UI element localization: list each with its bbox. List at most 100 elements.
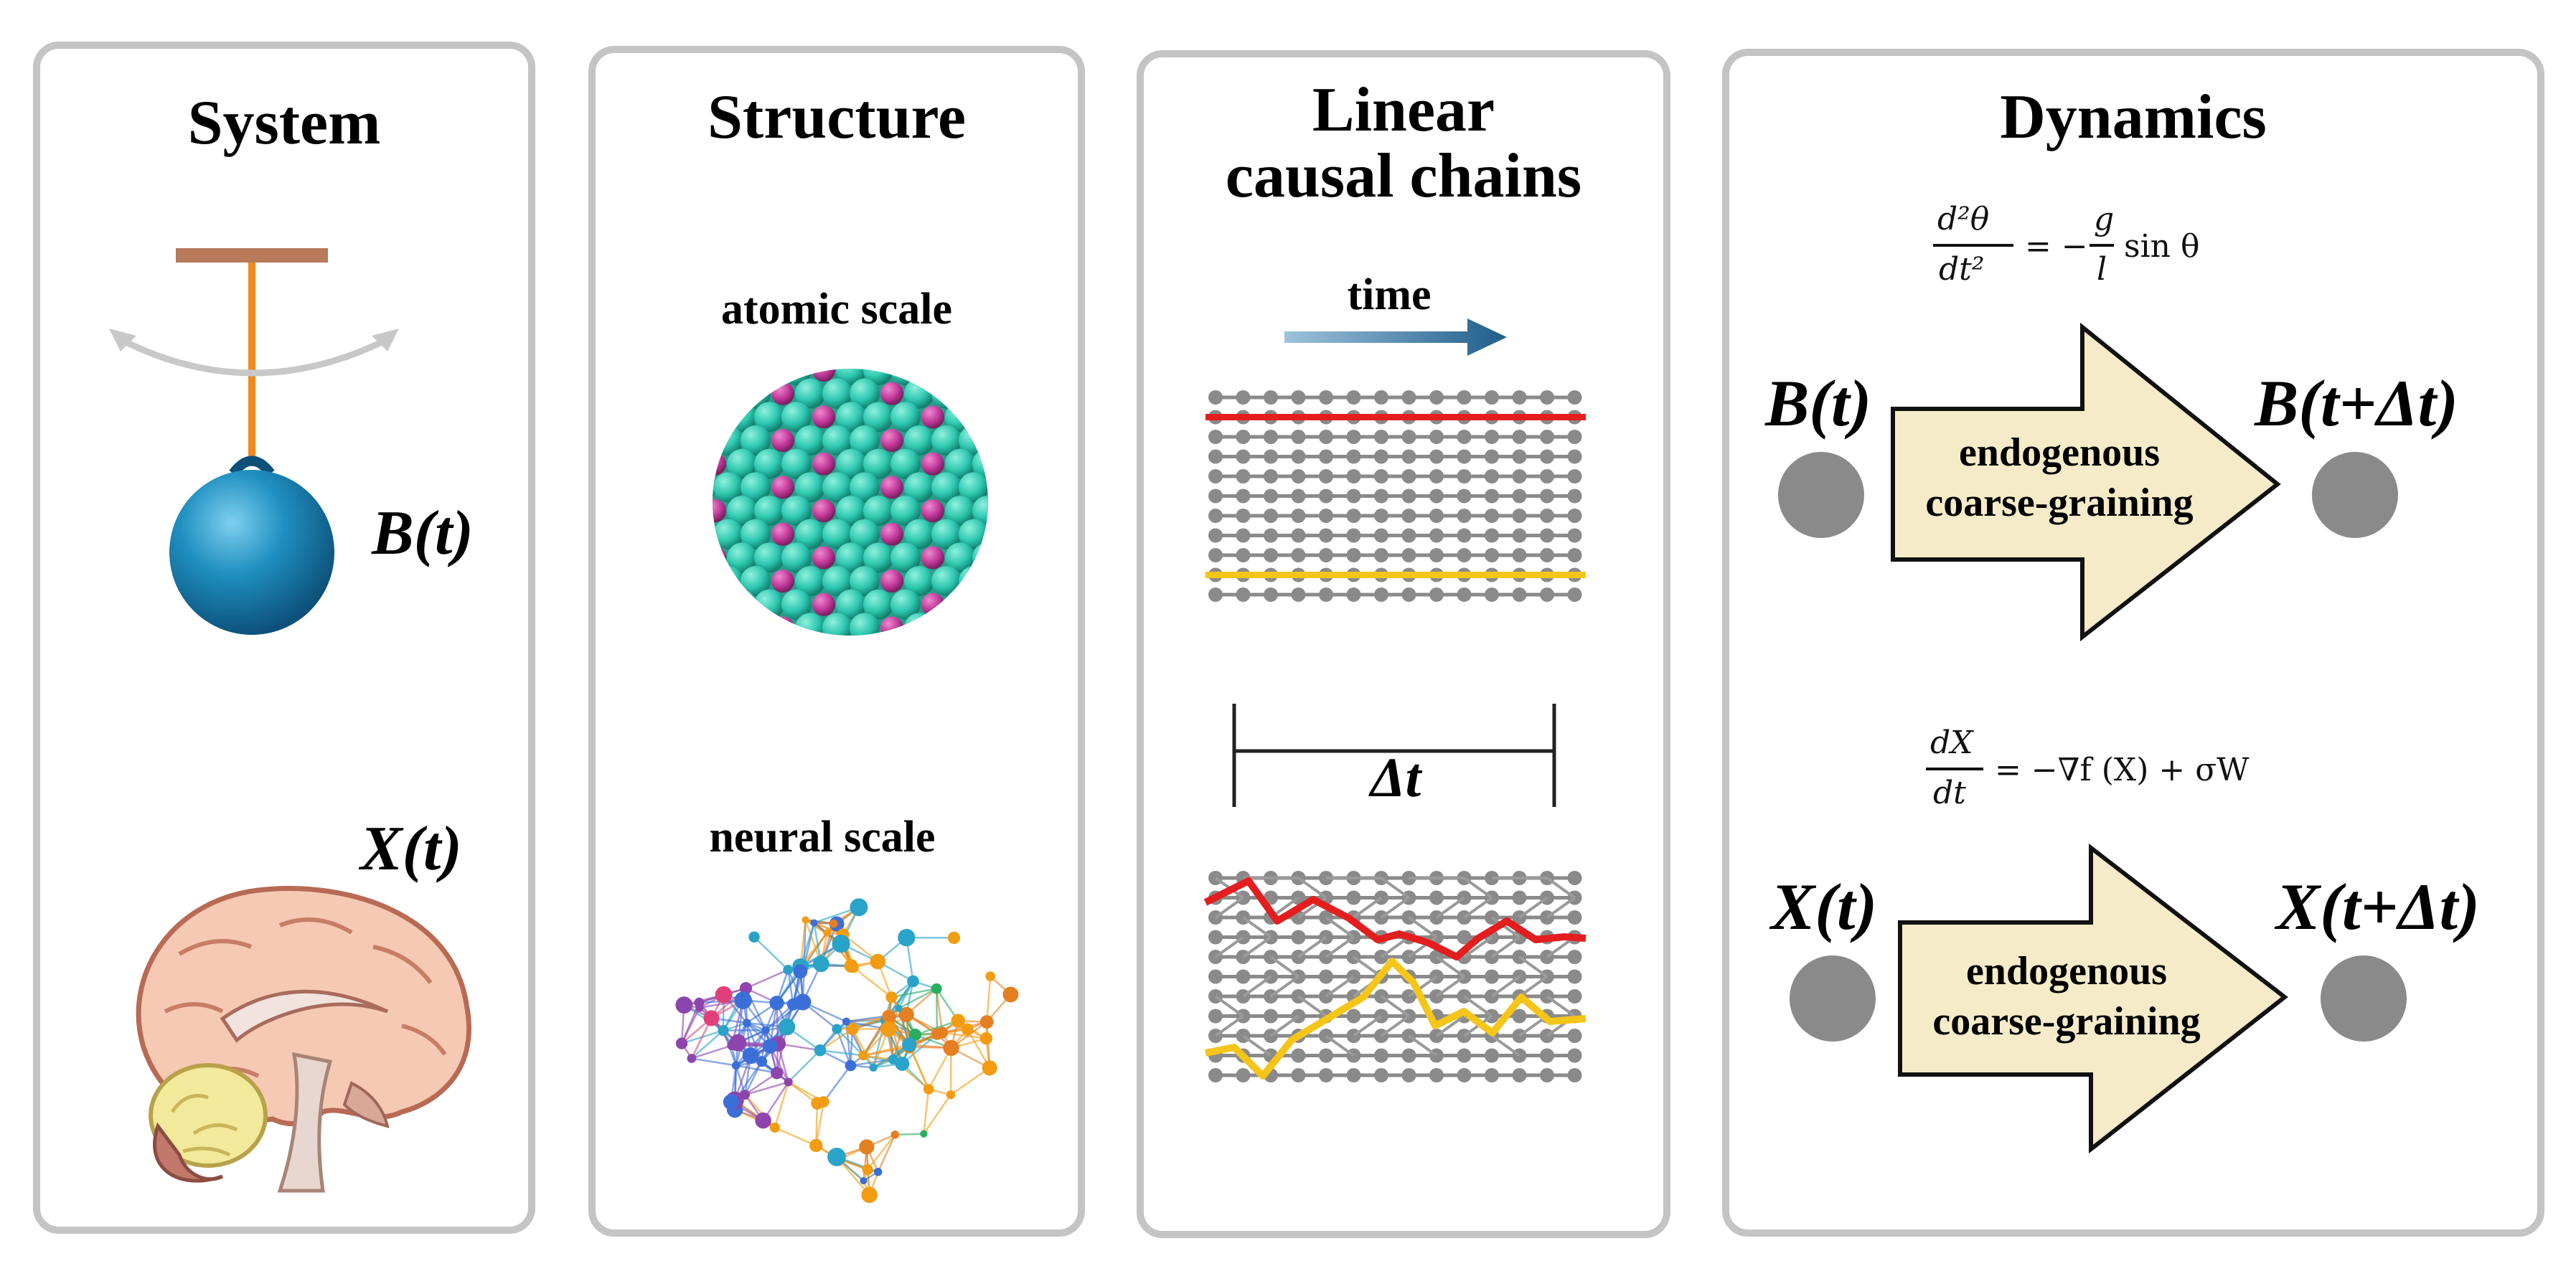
chain-dot bbox=[1319, 969, 1333, 984]
row1-arrow-text-2: coarse-graining bbox=[1925, 481, 2194, 525]
chain-dot bbox=[1208, 469, 1223, 483]
neural-edge bbox=[836, 1028, 864, 1057]
row2-from-label: X(t) bbox=[1771, 870, 1878, 943]
neural-node bbox=[920, 1130, 928, 1138]
atom bbox=[959, 566, 988, 597]
chain-dot bbox=[1236, 449, 1251, 464]
chain-dot bbox=[1457, 587, 1472, 602]
neural-node bbox=[946, 1090, 956, 1100]
atom bbox=[771, 476, 794, 499]
neural-edge bbox=[852, 966, 893, 999]
chain-dot bbox=[1346, 1068, 1361, 1082]
atom bbox=[713, 499, 726, 523]
neural-node bbox=[858, 1050, 869, 1061]
chain-dot bbox=[1540, 390, 1554, 405]
chain-dot bbox=[1567, 910, 1582, 925]
chain-cross-link bbox=[1325, 916, 1355, 939]
neural-node bbox=[832, 935, 850, 953]
chain-dot bbox=[1236, 390, 1251, 405]
chain-dot bbox=[1540, 528, 1554, 543]
atom bbox=[863, 448, 893, 479]
chaotic-chains-grid bbox=[1203, 871, 1587, 1082]
chain-dot bbox=[1374, 390, 1388, 405]
neural-edge bbox=[901, 1033, 938, 1065]
chain-dot bbox=[1319, 449, 1333, 464]
chain-dot bbox=[1401, 1048, 1416, 1063]
atom bbox=[850, 566, 880, 597]
chain-dot bbox=[1567, 587, 1582, 602]
neural-node bbox=[729, 1034, 747, 1052]
neural-edge bbox=[744, 1061, 763, 1095]
chain-cross-link bbox=[1463, 877, 1493, 900]
chain-dot bbox=[1429, 528, 1444, 543]
chain-cross-link bbox=[1214, 1014, 1244, 1037]
neural-node bbox=[793, 964, 808, 979]
chain-cross-link bbox=[1242, 916, 1272, 939]
atom bbox=[822, 472, 852, 503]
atom bbox=[812, 546, 835, 570]
chain-dot bbox=[1374, 528, 1388, 543]
chain-dot bbox=[1374, 488, 1388, 504]
row2-state-circle bbox=[1790, 955, 1876, 1042]
chain-dot bbox=[1291, 390, 1306, 405]
neural-node bbox=[769, 1122, 780, 1133]
atom bbox=[836, 448, 866, 479]
chain-dot bbox=[1264, 509, 1278, 523]
neural-node bbox=[694, 997, 705, 1008]
atom bbox=[890, 402, 921, 433]
chain-dot bbox=[1429, 509, 1444, 523]
chain-dot bbox=[1457, 449, 1472, 464]
atom bbox=[713, 472, 743, 503]
chain-dot bbox=[1319, 390, 1333, 405]
neural-node bbox=[979, 1032, 993, 1045]
atom bbox=[795, 472, 825, 503]
chain-dot bbox=[1264, 1009, 1278, 1024]
chain-dot bbox=[1374, 509, 1388, 523]
chain-dot bbox=[1401, 390, 1416, 405]
chain-dot bbox=[1512, 1068, 1527, 1082]
chain-dot bbox=[1540, 430, 1554, 444]
atom bbox=[795, 378, 825, 409]
neural-edge bbox=[745, 968, 789, 989]
chain-dot bbox=[1401, 548, 1416, 562]
neural-edge bbox=[819, 1021, 847, 1052]
atom bbox=[836, 589, 866, 620]
atom bbox=[880, 382, 903, 405]
chain-dot bbox=[1208, 390, 1223, 405]
chain-cross-link bbox=[1546, 877, 1576, 900]
atom bbox=[727, 448, 757, 479]
neural-edge bbox=[691, 1029, 724, 1059]
chain-dot bbox=[1567, 528, 1582, 543]
pendulum-icon bbox=[109, 248, 399, 635]
atom bbox=[931, 378, 962, 409]
chain-cross-link bbox=[1380, 935, 1410, 958]
chain-dot bbox=[1485, 430, 1499, 444]
chain-dot bbox=[1457, 509, 1472, 523]
chain-dot bbox=[1291, 1048, 1306, 1063]
chain-dot bbox=[1319, 430, 1333, 444]
neural-node bbox=[813, 955, 829, 973]
chain-dot bbox=[1567, 950, 1582, 964]
chain-cross-link bbox=[1242, 975, 1272, 998]
neural-node bbox=[742, 1047, 759, 1065]
chain-cross-link bbox=[1269, 955, 1299, 978]
chain-dot bbox=[1236, 587, 1251, 602]
neural-node bbox=[811, 1097, 824, 1110]
atom bbox=[754, 542, 784, 573]
chain-dot bbox=[1512, 390, 1527, 405]
atomic-scale-label: atomic scale bbox=[721, 285, 952, 334]
chain-cross-link bbox=[1325, 975, 1355, 998]
chain-dot bbox=[1429, 449, 1444, 464]
atom bbox=[781, 542, 812, 573]
neural-node bbox=[895, 1004, 903, 1012]
chain-cross-link bbox=[1380, 995, 1410, 1018]
time-arrow-icon bbox=[1284, 318, 1507, 356]
neural-node bbox=[898, 1006, 914, 1023]
chain-cross-link bbox=[1380, 1014, 1410, 1037]
chain-dot bbox=[1236, 1068, 1251, 1082]
atom bbox=[822, 566, 852, 597]
neural-edge bbox=[941, 1032, 987, 1039]
chain-dot bbox=[1346, 488, 1361, 504]
atom bbox=[850, 425, 880, 456]
chain-dot bbox=[1374, 1048, 1388, 1063]
